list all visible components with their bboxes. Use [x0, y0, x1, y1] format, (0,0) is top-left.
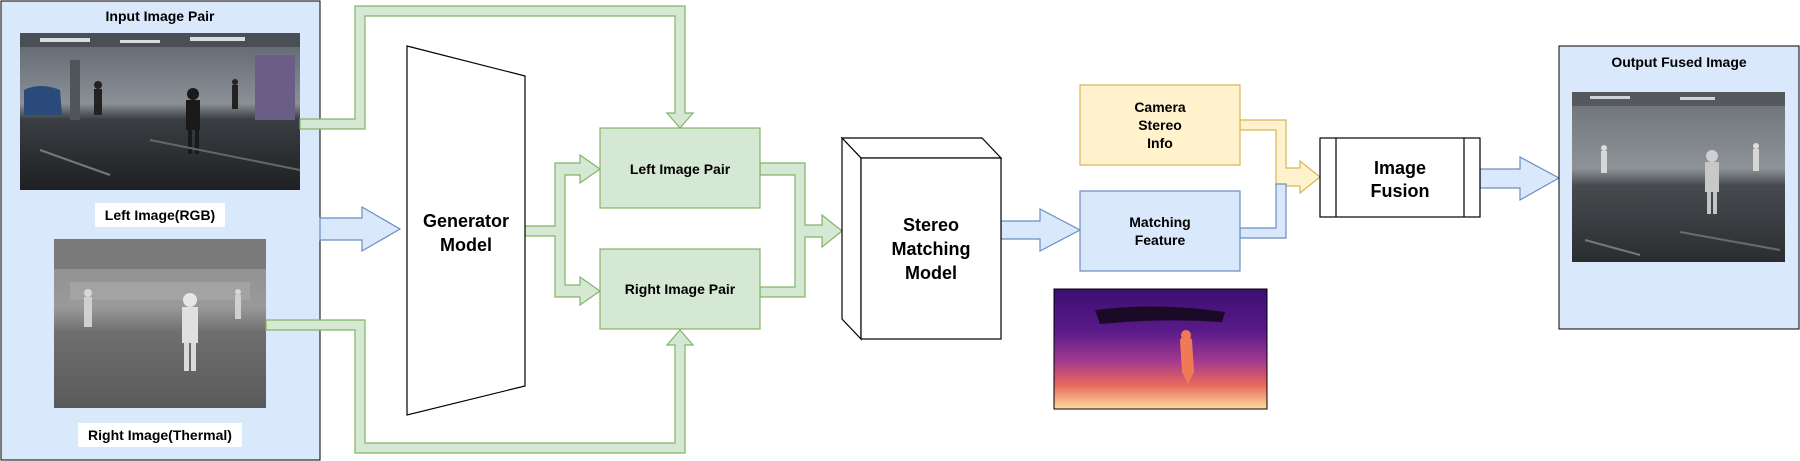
stereo-to-feature-arrow	[1000, 208, 1082, 252]
fusion-label-line1: Image	[1374, 158, 1426, 178]
stereo-label-line3: Model	[905, 263, 957, 283]
fusion-to-output-arrow	[1479, 155, 1561, 202]
left-image-pair-label: Left Image Pair	[630, 161, 731, 177]
camera-to-fusion-arrow	[1239, 119, 1321, 195]
right-thermal-image	[54, 239, 266, 408]
matching-label-line1: Matching	[1129, 214, 1190, 230]
camera-stereo-info-box: Camera Stereo Info	[1079, 84, 1241, 166]
right-image-pair-box: Right Image Pair	[599, 248, 761, 330]
generator-label-line2: Model	[440, 235, 492, 255]
connectors	[265, 5, 1561, 454]
input-panel-title: Input Image Pair	[106, 8, 215, 24]
image-fusion-box: Image Fusion	[1319, 137, 1481, 218]
generator-label-line1: Generator	[423, 211, 509, 231]
pairs-merge-arrow	[759, 162, 843, 298]
output-fused-image-panel: Output Fused Image	[1558, 45, 1800, 330]
rgb-route-arrow	[299, 5, 695, 130]
stereo-label-line2: Matching	[892, 239, 971, 259]
right-image-pair-label: Right Image Pair	[625, 281, 736, 297]
output-panel-title: Output Fused Image	[1611, 54, 1747, 70]
fused-output-image	[1572, 92, 1785, 262]
camera-label-line3: Info	[1147, 135, 1173, 151]
stereo-matching-model: Stereo Matching Model	[840, 136, 1003, 341]
left-caption-box	[95, 203, 225, 227]
camera-label-line1: Camera	[1134, 99, 1186, 115]
left-image-pair-box: Left Image Pair	[599, 127, 761, 209]
right-caption-box	[78, 423, 242, 447]
left-image-caption: Left Image(RGB)	[105, 207, 215, 223]
generator-model: Generator Model	[406, 45, 526, 416]
right-image-caption: Right Image(Thermal)	[88, 427, 232, 443]
input-image-pair-panel: Input Image Pair Left Image(RGB)	[0, 0, 321, 461]
feature-to-fusion-arrow	[1239, 183, 1287, 239]
fusion-label-line2: Fusion	[1371, 181, 1430, 201]
thermal-route-arrow	[265, 319, 695, 454]
camera-label-line2: Stereo	[1138, 117, 1182, 133]
matching-label-line2: Feature	[1135, 232, 1186, 248]
input-to-generator-arrow	[319, 205, 402, 253]
stereo-label-line1: Stereo	[903, 215, 959, 235]
generator-split-arrow	[524, 153, 602, 307]
matching-feature-box: Matching Feature	[1079, 190, 1241, 272]
left-rgb-image	[20, 33, 301, 190]
disparity-map-image	[1053, 288, 1268, 410]
